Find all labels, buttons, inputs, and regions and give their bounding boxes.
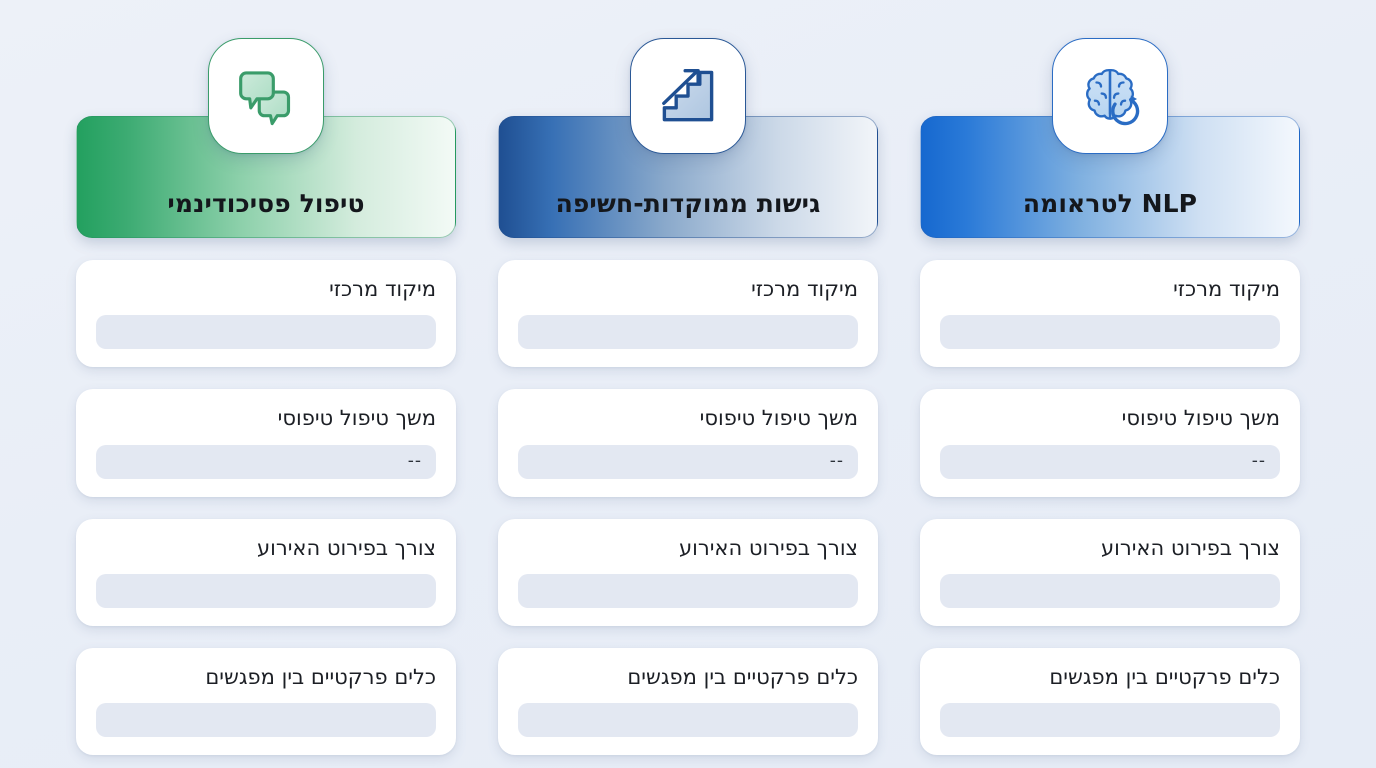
column-title: NLP לטראומה: [1022, 189, 1198, 219]
attribute-row[interactable]: מיקוד מרכזי: [76, 260, 456, 368]
column-title: גישות ממוקדות-חשיפה: [555, 189, 821, 219]
comparison-column-graded-exposure: גישות ממוקדות-חשיפה מיקוד מרכזי משך טיפו…: [498, 38, 878, 755]
attribute-label: צורך בפירוט האירוע: [679, 535, 858, 560]
column-rows: מיקוד מרכזי משך טיפול טיפוסי -- צורך בפי…: [498, 260, 878, 755]
attribute-label: כלים פרקטיים בין מפגשים: [1049, 664, 1280, 689]
attribute-value-field[interactable]: [96, 315, 436, 350]
comparison-column-nlp-trauma: NLP לטראומה מיקוד מרכזי משך טיפול טיפוסי…: [920, 38, 1300, 755]
attribute-label: כלים פרקטיים בין מפגשים: [627, 664, 858, 689]
attribute-value-text: --: [407, 451, 422, 471]
attribute-row[interactable]: משך טיפול טיפוסי --: [498, 389, 878, 497]
attribute-value-field[interactable]: [940, 315, 1280, 350]
column-header-nlp-trauma: NLP לטראומה: [920, 38, 1300, 238]
attribute-value-field[interactable]: --: [940, 444, 1280, 479]
brain-refresh-icon: [1052, 38, 1168, 154]
chat-bubbles-icon: [208, 38, 324, 154]
attribute-row[interactable]: צורך בפירוט האירוע: [498, 518, 878, 626]
attribute-value-text: --: [829, 451, 844, 471]
attribute-label: צורך בפירוט האירוע: [257, 535, 436, 560]
attribute-label: משך טיפול טיפוסי: [277, 406, 436, 431]
attribute-value-field[interactable]: [518, 703, 858, 737]
attribute-value-field[interactable]: [940, 573, 1280, 608]
attribute-row[interactable]: משך טיפול טיפוסי --: [920, 389, 1300, 497]
attribute-row[interactable]: כלים פרקטיים בין מפגשים: [76, 647, 456, 755]
attribute-label: משך טיפול טיפוסי: [699, 406, 858, 431]
attribute-value-field[interactable]: --: [96, 444, 436, 479]
attribute-label: מיקוד מרכזי: [329, 277, 436, 301]
column-rows: מיקוד מרכזי משך טיפול טיפוסי -- צורך בפי…: [76, 260, 456, 755]
attribute-row[interactable]: צורך בפירוט האירוע: [76, 518, 456, 626]
attribute-value-field[interactable]: --: [518, 444, 858, 479]
attribute-label: כלים פרקטיים בין מפגשים: [205, 664, 436, 689]
attribute-label: משך טיפול טיפוסי: [1121, 406, 1280, 431]
attribute-value-field[interactable]: [940, 703, 1280, 737]
attribute-value-field[interactable]: [518, 573, 858, 608]
attribute-label: מיקוד מרכזי: [751, 277, 858, 301]
attribute-row[interactable]: כלים פרקטיים בין מפגשים: [920, 647, 1300, 755]
column-rows: מיקוד מרכזי משך טיפול טיפוסי -- צורך בפי…: [920, 260, 1300, 755]
attribute-row[interactable]: כלים פרקטיים בין מפגשים: [498, 647, 878, 755]
attribute-row[interactable]: מיקוד מרכזי: [498, 260, 878, 368]
column-title: טיפול פסיכודינמי: [167, 189, 365, 219]
attribute-label: צורך בפירוט האירוע: [1101, 535, 1280, 560]
attribute-row[interactable]: מיקוד מרכזי: [920, 260, 1300, 368]
attribute-value-field[interactable]: [96, 703, 436, 737]
attribute-value-text: --: [1251, 451, 1266, 471]
column-header-psychodynamic: טיפול פסיכודינמי: [76, 38, 456, 238]
attribute-row[interactable]: משך טיפול טיפוסי --: [76, 389, 456, 497]
stairs-arrow-up-icon: [630, 38, 746, 154]
attribute-row[interactable]: צורך בפירוט האירוע: [920, 518, 1300, 626]
attribute-label: מיקוד מרכזי: [1173, 277, 1280, 301]
attribute-value-field[interactable]: [96, 573, 436, 608]
comparison-column-psychodynamic: טיפול פסיכודינמי מיקוד מרכזי משך טיפול ט…: [76, 38, 456, 755]
column-header-graded-exposure: גישות ממוקדות-חשיפה: [498, 38, 878, 238]
attribute-value-field[interactable]: [518, 315, 858, 350]
